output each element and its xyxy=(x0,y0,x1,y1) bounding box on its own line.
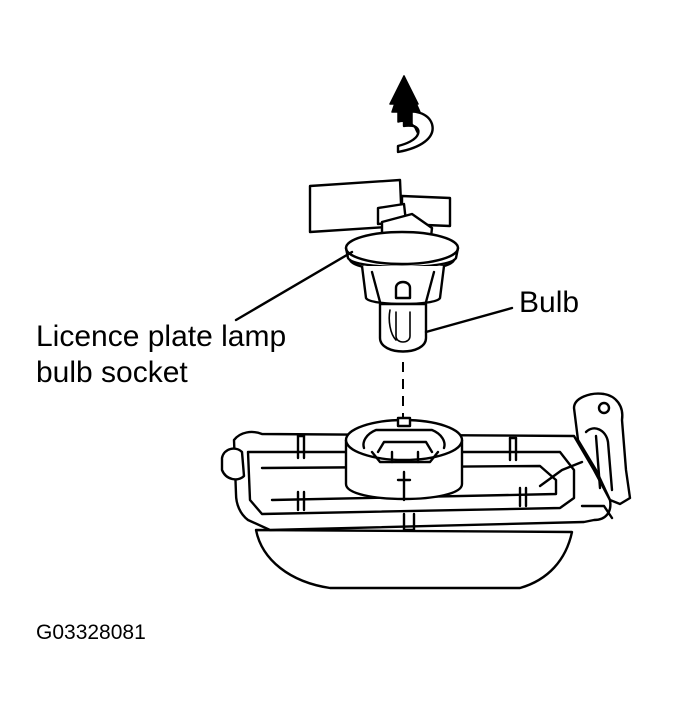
rotate-counterclockwise-arrow-icon xyxy=(389,75,434,154)
socket-label: Licence plate lamp bulb socket xyxy=(36,319,286,391)
bulb-socket-drawing xyxy=(308,178,460,353)
lamp-housing-drawing xyxy=(220,392,632,590)
figure-id: G03328081 xyxy=(36,621,146,644)
bulb-label: Bulb xyxy=(519,286,580,319)
socket-label-line1: Licence plate lamp xyxy=(36,320,287,353)
socket-leader-line xyxy=(234,250,354,322)
bulb-leader-line xyxy=(424,306,514,334)
socket-label-line2: bulb socket xyxy=(36,356,188,389)
